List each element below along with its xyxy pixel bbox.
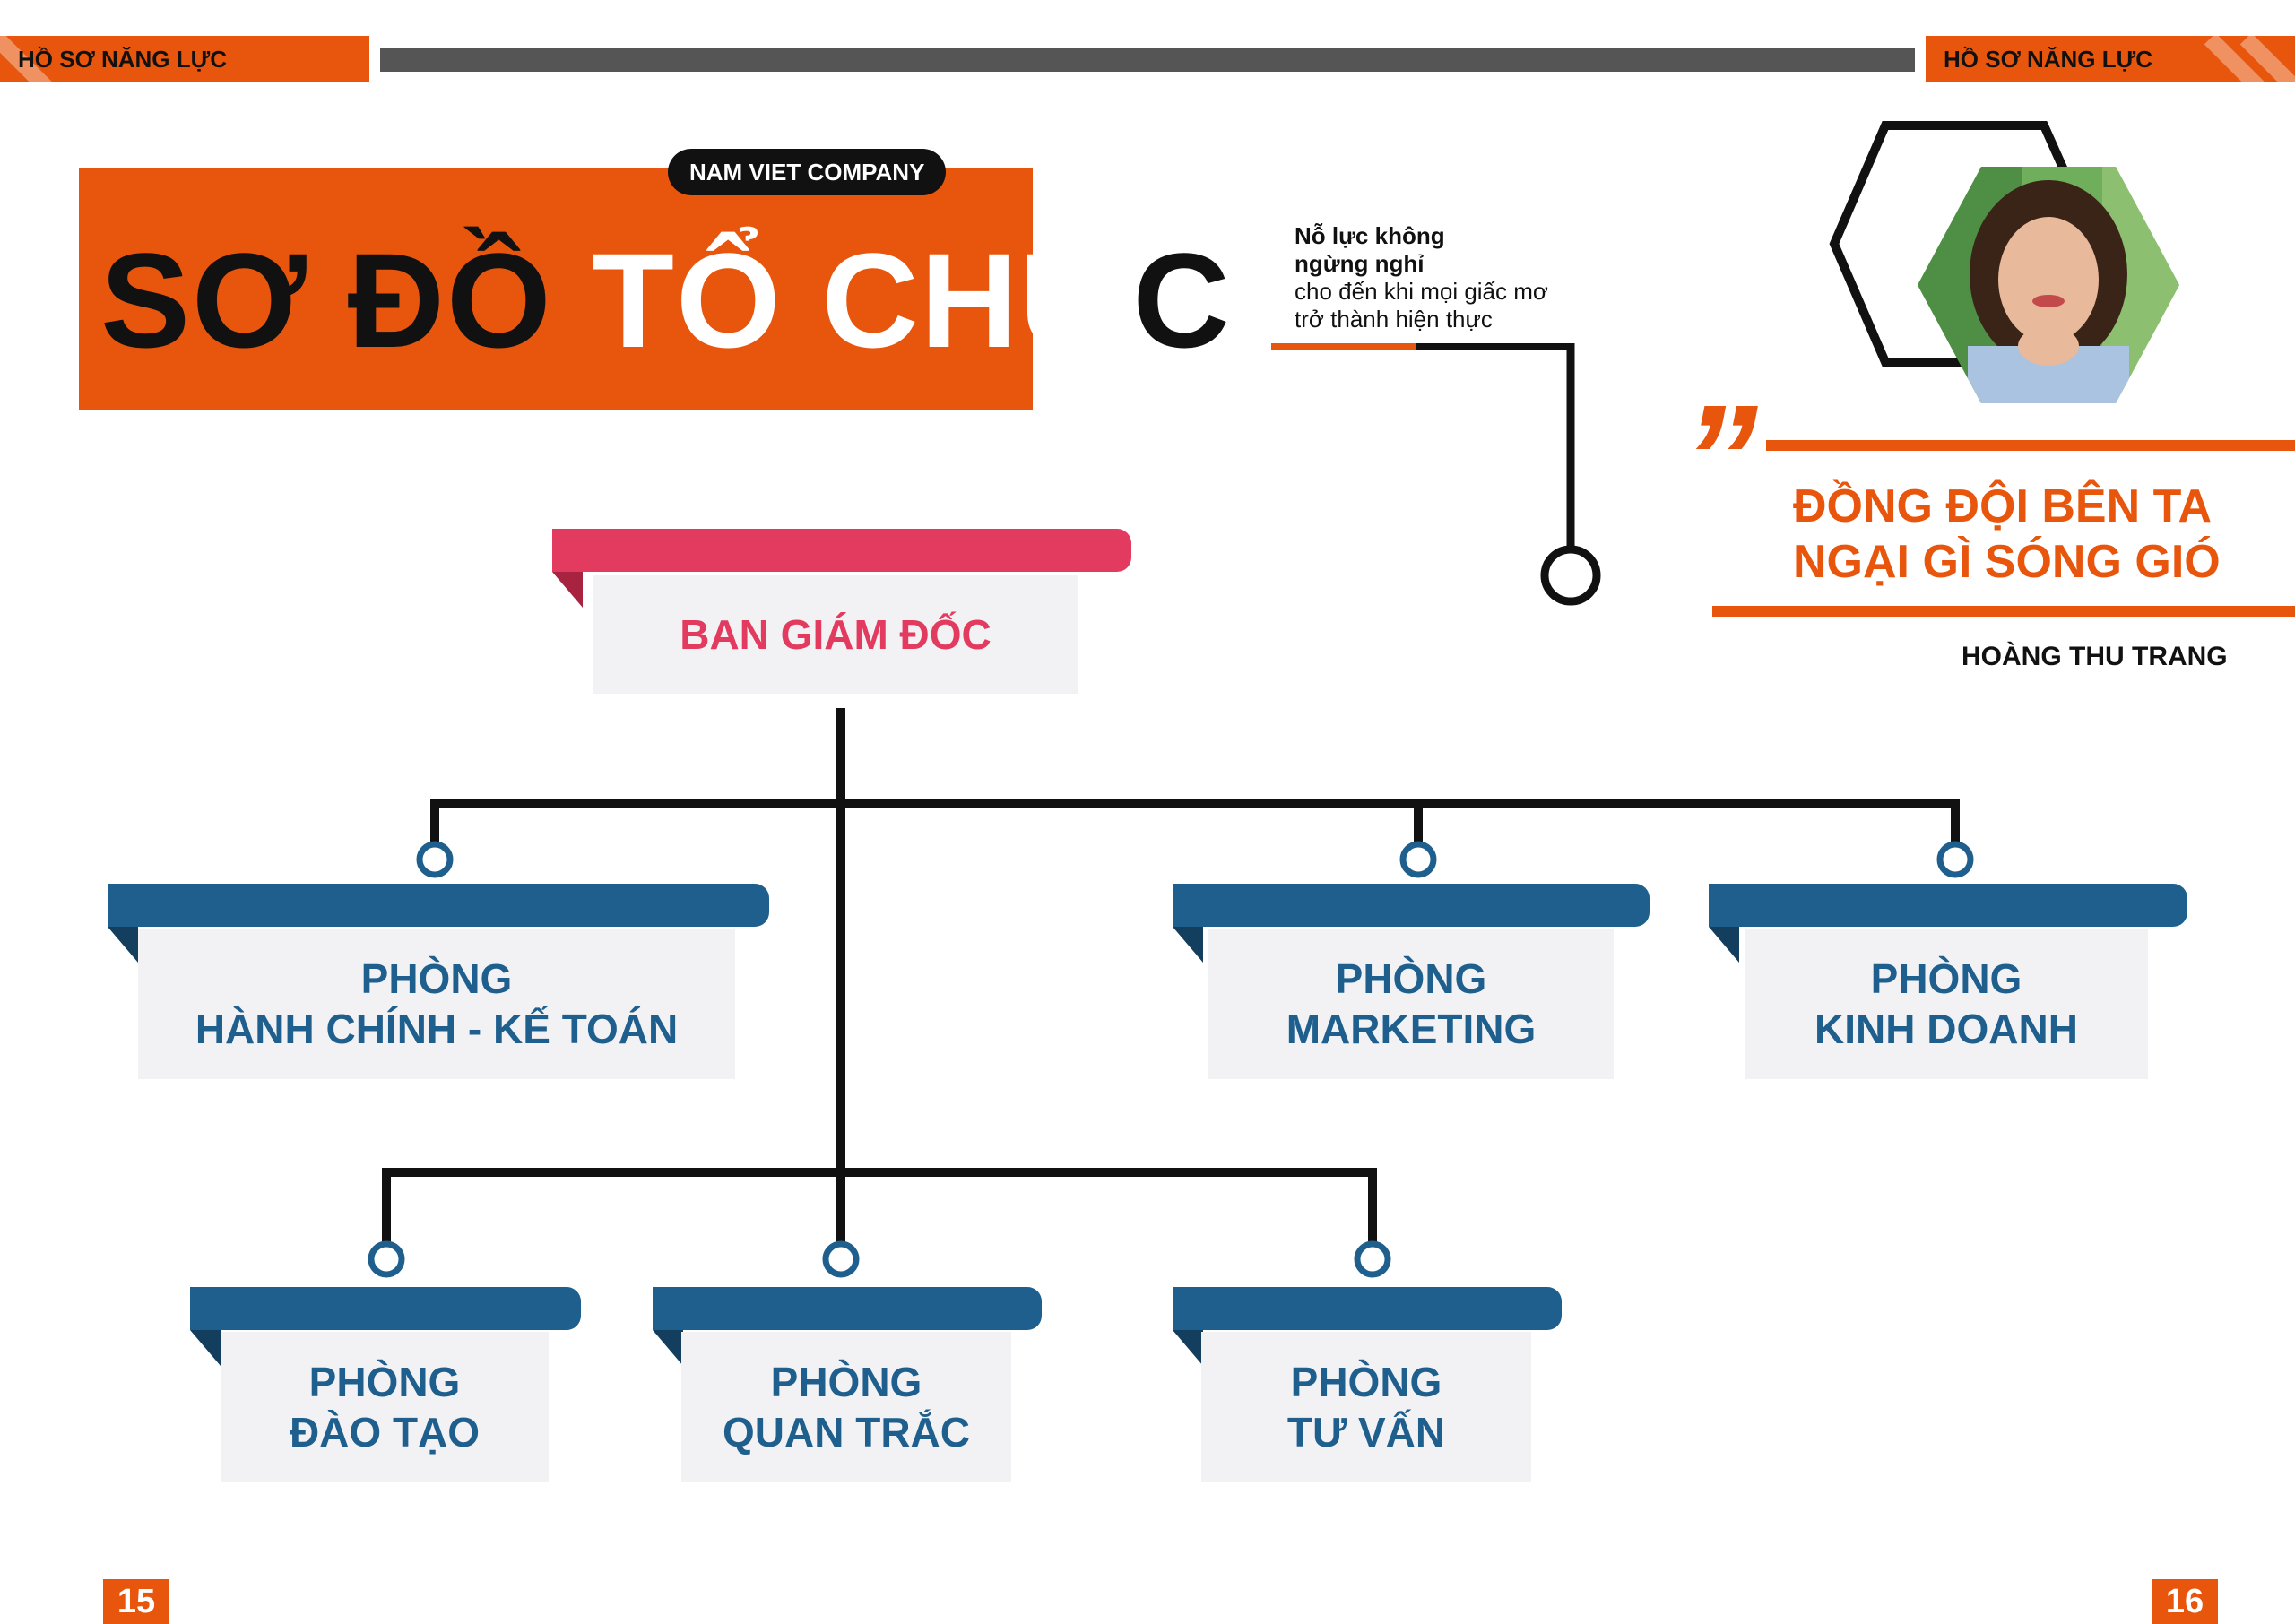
quote-text: ĐỒNG ĐỘI BÊN TA NGẠI GÌ SÓNG GIÓ xyxy=(1793,479,2221,590)
org-box-fold xyxy=(190,1330,221,1366)
org-box-line-2: QUAN TRẮC xyxy=(723,1409,970,1456)
slogan-line-3: cho đến khi mọi giấc mơ xyxy=(1295,278,1548,305)
org-box-line-1: PHÒNG xyxy=(360,955,513,1002)
quote-line-2: NGẠI GÌ SÓNG GIÓ xyxy=(1793,536,2221,588)
org-box-card: BAN GIÁM ĐỐC xyxy=(593,575,1078,694)
org-box-fold xyxy=(1173,1330,1203,1366)
org-node-circle xyxy=(1936,841,1974,878)
page-number-right: 16 xyxy=(2152,1579,2218,1624)
org-box-line-2: TƯ VẤN xyxy=(1286,1409,1446,1456)
org-box-fold xyxy=(1173,927,1203,963)
slogan-line-2: ngừng nghỉ xyxy=(1295,250,1425,277)
org-node-circle xyxy=(416,841,454,878)
org-box-card: PHÒNG QUAN TRẮC xyxy=(681,1332,1011,1482)
page-title: SƠ ĐỒ TỔ CHỨC xyxy=(100,224,1232,376)
company-badge: NAM VIET COMPANY xyxy=(668,149,947,195)
org-box-card: PHÒNG ĐÀO TẠO xyxy=(221,1332,549,1482)
header-tag-left: HỒ SƠ NĂNG LỰC xyxy=(0,36,369,82)
header-tag-right: HỒ SƠ NĂNG LỰC xyxy=(1926,36,2295,82)
org-box-line-1: PHÒNG xyxy=(308,1359,461,1405)
org-box-ribbon xyxy=(1709,884,2187,927)
header-divider-bar xyxy=(380,48,1915,72)
header-tag-left-text: HỒ SƠ NĂNG LỰC xyxy=(18,46,227,73)
org-box-ribbon xyxy=(552,529,1131,572)
org-box-line-2: KINH DOANH xyxy=(1814,1006,2078,1052)
slogan-line-4: trở thành hiện thực xyxy=(1295,306,1493,333)
org-box-ribbon xyxy=(108,884,769,927)
title-part-black: SƠ ĐỒ xyxy=(100,225,593,376)
org-box-card: PHÒNG TƯ VẤN xyxy=(1201,1332,1531,1482)
portrait-photo xyxy=(1918,167,2179,403)
org-box-line-1: PHÒNG xyxy=(770,1359,922,1405)
page-number-left: 15 xyxy=(103,1579,169,1624)
org-box-line-1: PHÒNG xyxy=(1290,1359,1442,1405)
org-box-line-2: MARKETING xyxy=(1286,1006,1537,1052)
slogan-pin-circle xyxy=(1540,545,1601,606)
title-background xyxy=(79,168,1033,410)
org-box-fold xyxy=(108,927,138,963)
quote-line-1: ĐỒNG ĐỘI BÊN TA xyxy=(1793,480,2213,532)
title-part-overflow: C xyxy=(1132,225,1232,376)
org-box-ribbon xyxy=(1173,1287,1562,1330)
quote-author: HOÀNG THU TRANG xyxy=(1962,642,2228,671)
org-box-ribbon xyxy=(1173,884,1650,927)
quote-mark-icon: ” xyxy=(1682,374,1758,544)
org-box-line-1: PHÒNG xyxy=(1870,955,2022,1002)
org-box-fold xyxy=(653,1330,683,1366)
org-node-circle xyxy=(822,1240,860,1278)
slogan: Nỗ lực không ngừng nghỉ cho đến khi mọi … xyxy=(1295,222,1599,333)
org-box-line-2: HÀNH CHÍNH - KẾ TOÁN xyxy=(195,1006,679,1052)
org-box-fold xyxy=(552,572,583,608)
org-node-circle xyxy=(1354,1240,1391,1278)
org-box-card: PHÒNG KINH DOANH xyxy=(1745,929,2148,1079)
org-box-line-2: ĐÀO TẠO xyxy=(289,1409,481,1456)
org-node-circle xyxy=(368,1240,405,1278)
header-tag-right-text: HỒ SƠ NĂNG LỰC xyxy=(1944,46,2152,73)
org-box-card: PHÒNG HÀNH CHÍNH - KẾ TOÁN xyxy=(138,929,735,1079)
org-box-ribbon xyxy=(190,1287,581,1330)
title-part-white: TỔ CHỨ xyxy=(592,225,1133,376)
org-box-fold xyxy=(1709,927,1739,963)
org-box-director-label: BAN GIÁM ĐỐC xyxy=(680,611,992,658)
org-box-line-1: PHÒNG xyxy=(1335,955,1487,1002)
org-node-circle xyxy=(1399,841,1437,878)
org-box-ribbon xyxy=(653,1287,1042,1330)
org-box-card: PHÒNG MARKETING xyxy=(1208,929,1614,1079)
slogan-line-1: Nỗ lực không xyxy=(1295,222,1445,249)
